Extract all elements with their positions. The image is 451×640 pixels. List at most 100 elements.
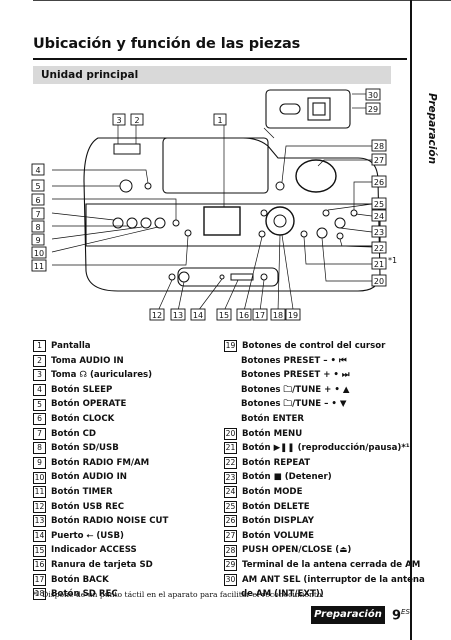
callout-23: 23 bbox=[374, 228, 384, 237]
display-window bbox=[203, 206, 241, 236]
callout-11: 11 bbox=[34, 262, 44, 271]
operate-button bbox=[119, 179, 133, 193]
item-number: 17 bbox=[33, 573, 46, 586]
item-label: Botón AUDIO IN bbox=[51, 472, 127, 483]
item-label: Botones PRESET – • ⏮ bbox=[241, 355, 347, 366]
radio-button bbox=[140, 217, 152, 229]
headphone-jack-panel bbox=[113, 143, 141, 155]
sleep-button bbox=[144, 182, 152, 190]
item-label: Botón SLEEP bbox=[51, 384, 113, 395]
item-label: Botón MODE bbox=[242, 486, 303, 497]
item-label: Ranura de tarjeta SD bbox=[51, 559, 153, 570]
page-number: 9ES bbox=[392, 608, 410, 624]
side-tab: Preparación bbox=[419, 93, 438, 206]
item-label: Toma AUDIO IN bbox=[51, 355, 124, 366]
callout-20: 20 bbox=[374, 277, 384, 286]
item-label: Botón SD/USB bbox=[51, 443, 119, 454]
item-label: Botones 🗀/TUNE – • ▼ bbox=[241, 399, 347, 410]
callout-14: 14 bbox=[193, 311, 203, 320]
antenna-inset bbox=[265, 89, 351, 129]
item-label: Botones PRESET + • ⏭ bbox=[241, 370, 350, 381]
item-number: 25 bbox=[224, 500, 237, 513]
item-label: Botones de control del cursor bbox=[242, 341, 386, 351]
usb-rec-button bbox=[260, 273, 268, 281]
item-number: 15 bbox=[33, 544, 46, 557]
callout-28: 28 bbox=[374, 142, 384, 151]
item-label: Botón CD bbox=[51, 428, 97, 439]
volume-knob bbox=[295, 159, 337, 193]
delete-button bbox=[334, 217, 346, 229]
list-item: 30 AM ANT SEL (interruptor de la antena bbox=[224, 573, 425, 588]
list-item: 24 Botón MODE bbox=[224, 485, 425, 500]
list-item: Botón ENTER bbox=[224, 412, 425, 427]
item-number: 19 bbox=[224, 340, 237, 353]
item-number: 23 bbox=[224, 471, 237, 484]
footnote: *¹ Dispone de un punto táctil en el apar… bbox=[33, 590, 324, 599]
play-pause-button bbox=[300, 230, 308, 238]
item-number: 1 bbox=[33, 340, 46, 353]
item-label: Botón MENU bbox=[242, 428, 303, 439]
item-number: 8 bbox=[33, 442, 46, 455]
item-number: 30 bbox=[224, 573, 237, 586]
back-button bbox=[258, 230, 266, 238]
item-number: 10 bbox=[33, 471, 46, 484]
callout-13: 13 bbox=[173, 311, 183, 320]
usb-port bbox=[178, 271, 190, 283]
item-number: 9 bbox=[33, 457, 46, 470]
item-number: 24 bbox=[224, 486, 237, 499]
unit-diagram: 1 3 2 4 5 6 7 8 9 10 11 12 13 14 15 16 1… bbox=[31, 88, 397, 321]
list-item: 8 Botón SD/USB bbox=[33, 441, 168, 456]
callout-5: 5 bbox=[35, 182, 40, 191]
item-label: Terminal de la antena cerrada de AM bbox=[242, 559, 421, 570]
item-label: Botón VOLUME bbox=[242, 530, 314, 541]
list-item: 9 Botón RADIO FM/AM bbox=[33, 456, 168, 471]
callout-26: 26 bbox=[374, 178, 384, 187]
item-label: AM ANT SEL (interruptor de la antena bbox=[242, 574, 425, 585]
item-label: Botón USB REC bbox=[51, 501, 125, 512]
callout-17: 17 bbox=[255, 311, 265, 320]
callout-8: 8 bbox=[35, 223, 40, 232]
callout-1: 1 bbox=[217, 116, 222, 125]
item-number: 28 bbox=[224, 544, 237, 557]
list-item: 13 Botón RADIO NOISE CUT bbox=[33, 514, 168, 529]
item-label: Botón DISPLAY bbox=[242, 516, 314, 527]
item-number: 5 bbox=[33, 398, 46, 411]
list-item: 20 Botón MENU bbox=[224, 427, 425, 442]
item-number: 20 bbox=[224, 427, 237, 440]
item-label: Botón SD REC bbox=[51, 589, 118, 600]
item-label: Botón BACK bbox=[51, 574, 109, 585]
section-heading: Unidad principal bbox=[33, 66, 391, 84]
callout-4: 4 bbox=[35, 166, 40, 175]
callout-21: 21 bbox=[374, 260, 384, 269]
callout-18: 18 bbox=[273, 311, 283, 320]
callout-3: 3 bbox=[116, 116, 121, 125]
item-label: Botón RADIO FM/AM bbox=[51, 457, 150, 468]
item-number: 22 bbox=[224, 457, 237, 470]
menu-button bbox=[260, 209, 268, 217]
callout-24: 24 bbox=[374, 212, 384, 221]
item-number: 13 bbox=[33, 515, 46, 528]
enter-button bbox=[273, 214, 287, 228]
callout-9: 9 bbox=[35, 236, 40, 245]
callout-12: 12 bbox=[152, 311, 162, 320]
title-underline bbox=[33, 58, 407, 60]
footer-section-label: Preparación bbox=[311, 606, 385, 624]
item-label: Botón RADIO NOISE CUT bbox=[51, 516, 169, 527]
item-number: 6 bbox=[33, 413, 46, 426]
sd-card-slot bbox=[230, 273, 254, 281]
callout-7: 7 bbox=[35, 210, 40, 219]
side-rule bbox=[410, 0, 412, 640]
